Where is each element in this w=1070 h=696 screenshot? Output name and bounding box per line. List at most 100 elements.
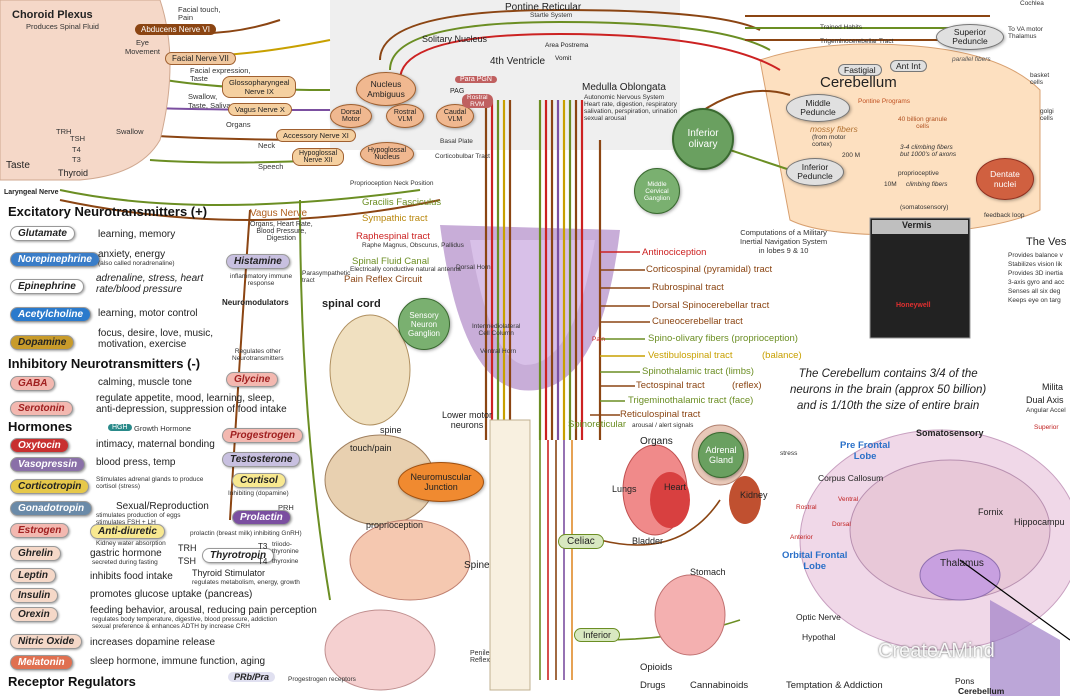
accessory-nerve: Accessory Nerve XI (276, 129, 356, 142)
proprioceptive-label: proprioceptive (898, 170, 939, 177)
glutamate-desc: learning, memory (98, 229, 176, 240)
dentate-nuclei: Dentate nuclei (976, 158, 1034, 200)
vomit-label: Vomit (555, 55, 572, 62)
temptation-label: Temptation & Addiction (786, 680, 883, 691)
thyroid-stimulator: Thyroid Stimulator (192, 568, 266, 578)
anti-diuretic-pill: Anti-diuretic (90, 524, 165, 539)
nitric-oxide-desc: increases dopamine release (90, 637, 216, 648)
taste-label: Taste (6, 160, 30, 171)
epinephrine-desc: adrenaline, stress, heart rate/blood pre… (96, 273, 204, 295)
fluid-sub: Electrically conductive natural antenna (350, 266, 461, 273)
neuromodulators-sub: Regulates other Neurotransmitters (232, 348, 284, 362)
speech-label: Speech (258, 162, 284, 171)
orexin-desc: feeding behavior, arousal, reducing pain… (90, 605, 317, 616)
growth-hormone-label: Growth Hormone (134, 424, 192, 433)
angular-label: Angular Accel (1026, 407, 1066, 414)
trh-hormone-label: TRH (178, 543, 197, 553)
orexin-sub: regulates body temperature, digestive, b… (92, 616, 277, 630)
opioids-label: Opioids (640, 662, 673, 673)
lower-motor-neurons: Lower motor neurons (442, 410, 493, 430)
feedback-loop: feedback loop (984, 212, 1025, 219)
climbing-fiber-note: 3-4 climbing fibers but 1000's of axons (900, 144, 957, 158)
fourth-ventricle: 4th Ventricle (490, 56, 546, 67)
area-postrema: Area Postrema (545, 42, 589, 49)
parallel-fibers: parallel fibers (952, 56, 991, 63)
tsh-label: TSH (70, 134, 85, 143)
histamine-sub: inflammatory immune response (230, 273, 293, 287)
oxytocin-pill: Oxytocin (10, 438, 69, 453)
tract-pain-reflex: Pain Reflex Circuit (344, 274, 423, 285)
swallow-label: Swallow, Taste, Saliva (188, 92, 231, 110)
celiac-ganglion: Celiac (558, 534, 604, 549)
testosterone-pill: Testosterone (222, 452, 301, 467)
tract-spinoreticular: Spinoreticular (568, 419, 627, 430)
stomach-label: Stomach (690, 567, 726, 577)
tract-sympathic: Sympathic tract (362, 213, 428, 224)
facial-expression-label: Facial expression, (190, 66, 251, 75)
rostral-vlm: Rostral VLM (386, 104, 424, 128)
insulin-desc: promotes glucose uptake (pancreas) (90, 589, 253, 600)
dual-axis-label: Dual Axis (1026, 395, 1064, 405)
t3-hormone-label: T3 (258, 542, 268, 551)
receptor-title: Receptor Regulators (8, 674, 136, 689)
spine-label: spine (380, 425, 402, 435)
eye-movement-label: Eye Movement (125, 38, 161, 56)
vagus-sub: Organs, Heart Rate, Blood Pressure, Dige… (250, 221, 313, 242)
receptor-sub: Progestrogen receptors (288, 676, 356, 683)
swallow2-label: Swallow (116, 127, 144, 136)
watermark: CreateAMind (878, 640, 995, 662)
ghrelin-pill: Ghrelin (10, 546, 62, 561)
solitary-nucleus: Solitary Nucleus (422, 34, 488, 44)
hypoglossal-nucleus: Hypoglossal Nucleus (360, 142, 414, 166)
trained-habits: Trained Habits (820, 24, 863, 31)
norepinephrine-sub: (also called noradrenaline) (98, 260, 175, 267)
inferior-peduncle: Inferior Peduncle (786, 158, 844, 186)
stress-label: stress (780, 450, 798, 457)
estrogen-pill: Estrogen (10, 523, 70, 538)
norepinephrine-desc: anxiety, energy (98, 249, 166, 260)
touch-pain-label: touch/pain (350, 443, 392, 453)
tract-rubrospinal: Rubrospinal tract (652, 282, 724, 293)
proprioception-neck: Proprioception Neck Position (350, 180, 434, 187)
tract-antinociception: Antinociception (642, 247, 707, 258)
trigeminocerebellar-tract: Trigeminocerebellar Tract (820, 38, 894, 45)
ghrelin-sub: secreted during fasting (92, 559, 158, 566)
pag-label: PAG (450, 88, 465, 95)
histamine-pill: Histamine (226, 254, 290, 269)
tract-gracilis: Gracilis Fasciculus (362, 197, 442, 208)
golgi-cells: golgi cells (1040, 108, 1054, 122)
milita-label: Milita (1042, 382, 1064, 392)
granule-cells: 40 billion granule cells (898, 116, 948, 130)
cerebellum-title: Cerebellum (820, 74, 897, 91)
vasopressin-desc: blood press, temp (96, 457, 176, 468)
hippocampus-label: Hippocampu (1014, 517, 1065, 527)
excitatory-title: Excitatory Neurotransmitters (+) (8, 204, 208, 219)
facial-nerve: Facial Nerve VII (165, 52, 236, 65)
vestibular-item-2: Stabilizes vision lik (1008, 261, 1063, 268)
rvm-label: Rostral RVM (462, 94, 493, 108)
dorsal-label: Dorsal (832, 521, 851, 528)
superior-peduncle: Superior Peduncle (936, 24, 1004, 50)
prh-label: PRH (278, 503, 294, 512)
rostral-label: Rostral (796, 504, 817, 511)
proprioception-label: proprioception (366, 520, 424, 530)
gaba-pill: GABA (10, 376, 56, 391)
fastigial-label: Fastigial (838, 64, 882, 76)
ten-m-label: 10M (884, 181, 897, 188)
adrenal-gland: Adrenal Gland (698, 432, 744, 478)
corticobulbar-tract: Corticobulbar Tract (435, 153, 490, 160)
acetylcholine-pill: Acetylcholine (10, 307, 92, 322)
mossy-count: 200 M (842, 152, 861, 159)
laryngeal-label: Laryngeal Nerve (4, 189, 59, 196)
tract-tectospinal: Tectospinal tract (636, 380, 705, 391)
ventral-label: Ventral (838, 496, 859, 503)
tract-trigeminothalamic: Trigeminothalamic tract (face) (628, 395, 754, 406)
pontine-sub: Startle System (530, 12, 573, 19)
pontine-programs: Pontine Programs (858, 98, 911, 105)
prolactin-sub: prolactin (breast milk) inhibiting GnRH) (190, 530, 302, 537)
hgh-badge: HGH (108, 424, 132, 431)
norepinephrine-pill: Norepinephrine (10, 252, 100, 267)
hormones-title: Hormones (8, 419, 73, 434)
vestibular-item-4: 3-axis gyro and acc (1008, 279, 1065, 286)
tract-spinothalamic: Spinothalamic tract (limbs) (642, 366, 754, 377)
